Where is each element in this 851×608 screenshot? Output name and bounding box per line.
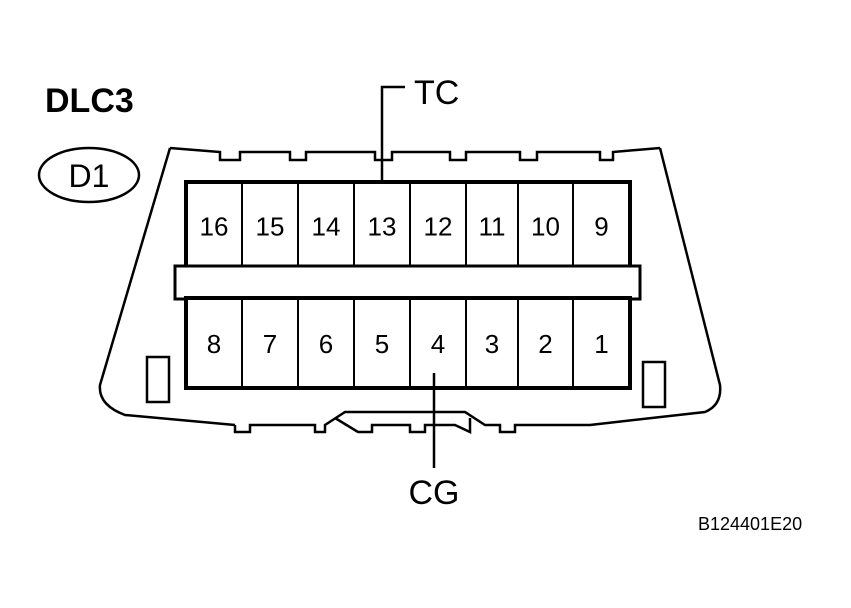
terminal-12: 12 [424,212,453,242]
connector-code-label: D1 [69,158,110,194]
tc-leader-line [380,85,405,183]
cg-label: CG [409,474,460,512]
terminal-15: 15 [256,212,285,242]
top-terminal-row: 16 15 14 13 12 11 10 9 [184,180,632,271]
connector-housing [98,146,722,434]
terminal-2: 2 [538,329,552,359]
terminal-9: 9 [594,212,608,242]
terminal-5: 5 [375,329,389,359]
figure-id: B124401E20 [698,514,802,534]
left-latch-slot [145,355,171,404]
terminal-7: 7 [263,329,277,359]
terminal-10: 10 [531,212,560,242]
top-row-frame [184,180,632,271]
diagram-title: DLC3 [45,82,134,120]
terminal-3: 3 [485,329,499,359]
bottom-row-frame [184,296,632,390]
terminal-11: 11 [479,212,506,242]
terminal-4: 4 [431,329,445,359]
terminal-1: 1 [594,329,608,359]
right-latch-slot [641,360,667,409]
terminal-14: 14 [312,212,341,242]
terminal-6: 6 [319,329,333,359]
terminal-16: 16 [200,212,229,242]
bottom-terminal-row: 8 7 6 5 4 3 2 1 [184,296,632,390]
terminal-13: 13 [368,212,397,242]
connector-code-oval [37,146,141,204]
tc-label: TC [414,74,459,112]
terminal-8: 8 [207,329,221,359]
center-divider-bar [173,264,642,301]
